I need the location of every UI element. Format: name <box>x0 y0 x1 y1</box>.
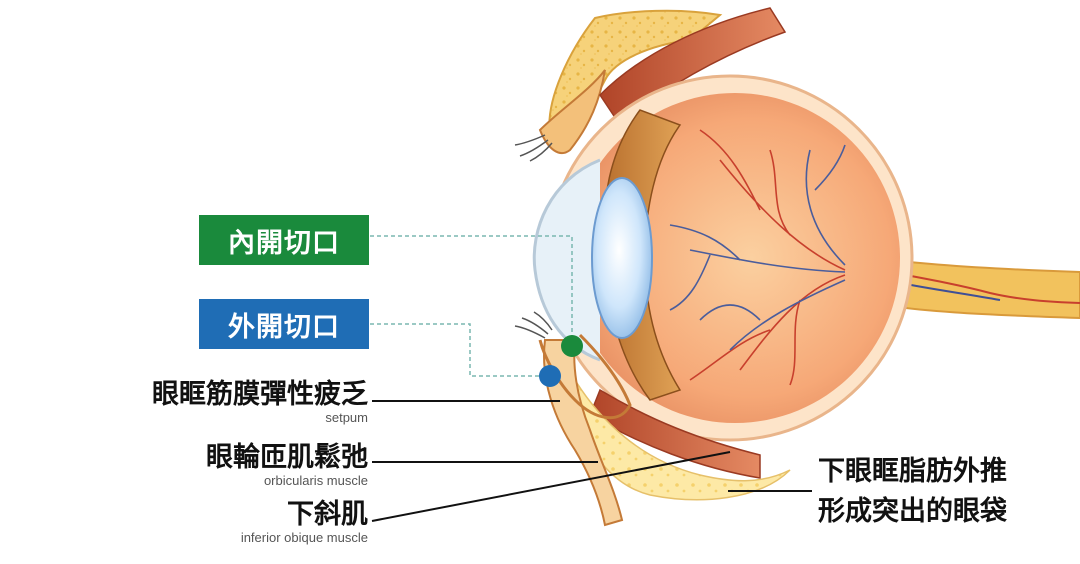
inner-incision-tag: 內開切口 <box>199 215 369 265</box>
orbicularis-label: 眼輪匝肌鬆弛 orbicularis muscle <box>206 442 368 489</box>
outer-incision-tag: 外開切口 <box>199 299 369 349</box>
orbicularis-label-zh: 眼輪匝肌鬆弛 <box>206 442 368 473</box>
septum-label-zh: 眼眶筋膜彈性疲乏 <box>152 379 368 410</box>
inner-incision-marker <box>561 335 583 357</box>
eye-bag-note-line1: 下眼眶脂肪外推 <box>818 456 1007 487</box>
retinal-vessels <box>669 129 846 386</box>
eye-bag-note-line2: 形成突出的眼袋 <box>818 496 1007 527</box>
inferior-oblique-label: 下斜肌 inferior obique muscle <box>240 499 368 546</box>
upper-eyelid <box>538 69 606 155</box>
outer-incision-marker <box>539 365 561 387</box>
upper-lashes <box>514 134 553 162</box>
lens <box>591 177 653 339</box>
eye-bag-note: 下眼眶脂肪外推 形成突出的眼袋 <box>818 452 1007 532</box>
inferior-oblique-label-en: inferior obique muscle <box>240 530 368 545</box>
outer-incision-connector <box>370 323 545 377</box>
lower-lashes <box>514 311 553 339</box>
lower-orbital-fat <box>574 377 791 501</box>
orbicularis-label-en: orbicularis muscle <box>263 473 368 488</box>
inferior-oblique-muscle <box>589 388 761 479</box>
inferior-oblique-leader <box>371 451 731 522</box>
septum-label: 眼眶筋膜彈性疲乏 setpum <box>152 379 368 426</box>
septum-label-en: setpum <box>325 410 368 425</box>
inferior-oblique-label-zh: 下斜肌 <box>287 499 368 530</box>
